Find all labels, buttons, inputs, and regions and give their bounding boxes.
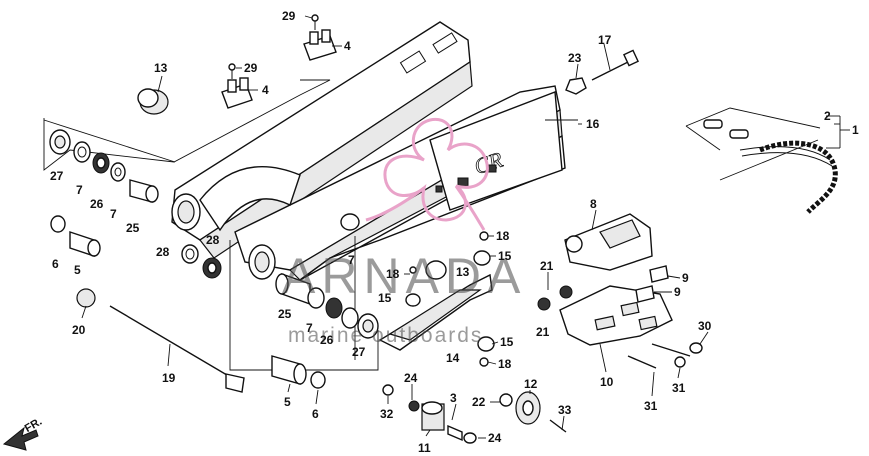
- callout-29: 29: [282, 9, 296, 23]
- callout-7: 7: [306, 321, 313, 335]
- bush-13-upper: [137, 88, 169, 115]
- chain-guide-8: [564, 213, 653, 271]
- callout-2: 2: [824, 109, 831, 123]
- swingarm: CR: [171, 21, 566, 281]
- callout-12: 12: [524, 377, 538, 391]
- callout-31: 31: [672, 381, 686, 395]
- watermark-tagline: marine outboards: [288, 324, 483, 347]
- callout-28: 28: [206, 233, 220, 247]
- watermark-brand: ARNADA: [282, 248, 526, 304]
- callout-4: 4: [262, 83, 269, 97]
- callout-15: 15: [500, 335, 514, 349]
- bracket-lower: [221, 63, 253, 109]
- callout-18: 18: [498, 357, 512, 371]
- chain-guide-10: [559, 285, 673, 346]
- chain-slider-14: [378, 250, 495, 352]
- callout-23: 23: [568, 51, 582, 65]
- front-arrow-icon: [2, 426, 39, 451]
- callout-27: 27: [50, 169, 64, 183]
- callout-9: 9: [682, 271, 689, 285]
- callout-29: 29: [244, 61, 258, 75]
- callout-10: 10: [600, 375, 614, 389]
- callout-33: 33: [558, 403, 572, 417]
- callout-20: 20: [72, 323, 86, 337]
- callout-8: 8: [590, 197, 597, 211]
- watermark: ARNADA marine outboards: [282, 117, 526, 347]
- callout-24: 24: [404, 371, 418, 385]
- callout-25: 25: [126, 221, 140, 235]
- callout-14: 14: [446, 351, 460, 365]
- seals-28: [181, 244, 222, 279]
- bearings-left-set: [49, 129, 159, 203]
- callout-11: 11: [418, 441, 431, 455]
- callout-1: 1: [852, 123, 859, 137]
- callout-5: 5: [284, 395, 291, 409]
- callout-18: 18: [386, 267, 400, 281]
- front-direction-indicator: FR.: [2, 416, 44, 451]
- callout-21: 21: [540, 259, 554, 273]
- callout-21: 21: [536, 325, 550, 339]
- callout-13: 13: [456, 265, 470, 279]
- callout-26: 26: [320, 333, 334, 347]
- callout-30: 30: [698, 319, 712, 333]
- pivot-bolt-19: [76, 288, 245, 393]
- callout-4: 4: [344, 39, 351, 53]
- callout-27: 27: [352, 345, 366, 359]
- bearings-middle-set: [275, 273, 379, 339]
- callout-3: 3: [450, 391, 457, 405]
- callout-31: 31: [644, 399, 658, 413]
- callout-6: 6: [312, 407, 319, 421]
- collar-left: [50, 215, 101, 257]
- callout-32: 32: [380, 407, 394, 421]
- collars-9: [635, 265, 669, 303]
- callout-22: 22: [472, 395, 486, 409]
- leader-lines: [81, 15, 850, 439]
- callout-15: 15: [378, 291, 392, 305]
- direction-label: FR.: [23, 416, 44, 435]
- callout-7: 7: [76, 183, 83, 197]
- callout-28: 28: [156, 245, 170, 259]
- bolts-30-31: [627, 342, 703, 369]
- callout-labels: 29 4 29 4 13 23 17 16 2 1 27 7 26 7 25 8…: [50, 9, 859, 455]
- callout-13: 13: [154, 61, 168, 75]
- callout-5: 5: [74, 263, 81, 277]
- callout-9: 9: [674, 285, 681, 299]
- collar-right: [271, 355, 326, 389]
- callout-17: 17: [598, 33, 612, 47]
- callout-16: 16: [586, 117, 600, 131]
- callout-24: 24: [488, 431, 502, 445]
- roller-assembly: [382, 384, 567, 444]
- watermark-logo: [365, 117, 489, 231]
- callout-15: 15: [498, 249, 512, 263]
- callout-7: 7: [110, 207, 117, 221]
- callout-18: 18: [496, 229, 510, 243]
- bracket-upper: [303, 14, 337, 61]
- callout-7: 7: [348, 253, 355, 267]
- callout-19: 19: [162, 371, 176, 385]
- nut-bolt-17-23: [565, 49, 639, 95]
- callout-25: 25: [278, 307, 292, 321]
- drive-chain: [685, 107, 838, 214]
- callout-6: 6: [52, 257, 59, 271]
- callout-26: 26: [90, 197, 104, 211]
- nuts-21: [537, 285, 573, 311]
